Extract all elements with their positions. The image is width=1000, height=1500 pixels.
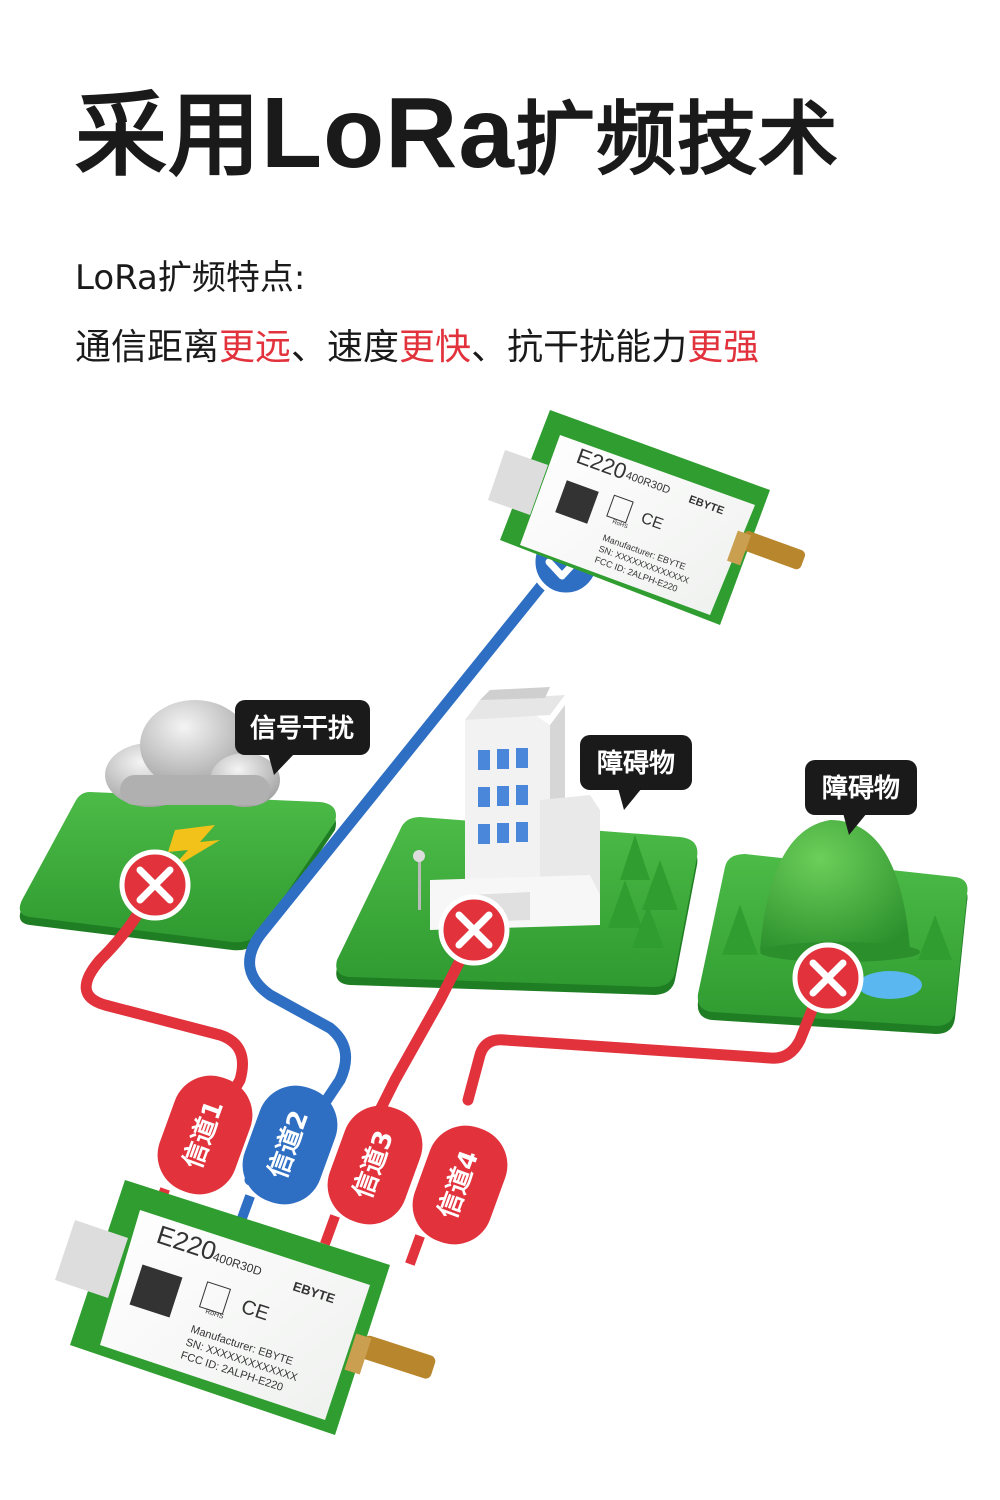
module-top-ce: CE — [639, 510, 666, 534]
page-title: 采用LoRa扩频技术 — [75, 78, 839, 188]
channel-tag-4: 信道4 — [405, 1125, 508, 1266]
channel-tag-3: 信道3 — [320, 1105, 423, 1246]
subtitle: LoRa扩频特点: — [75, 258, 306, 298]
bubble-interference: 信号干扰 — [235, 700, 370, 775]
lamp-icon — [413, 850, 425, 910]
feature-line: 通信距离更远、速度更快、抗干扰能力更强 — [75, 318, 759, 370]
tree-icon — [608, 835, 678, 948]
lora-scene: 信号干扰 障碍物 障碍物 信道1 信道2 信道3 信道4 — [0, 380, 1000, 1500]
cross-icon — [792, 942, 864, 1014]
tree-icon — [722, 905, 952, 960]
path-channel-4 — [462, 964, 834, 1106]
module-top: E220 400R30D EBYTE RoHS CE Manufacturer:… — [488, 410, 806, 625]
cloud-icon — [105, 700, 280, 807]
title-brand: LoRa — [261, 77, 516, 189]
feature-highlight: 更快 — [399, 327, 472, 368]
title-suffix: 扩频技术 — [515, 93, 840, 186]
antenna-icon — [726, 530, 806, 570]
cross-icon — [119, 849, 191, 921]
feature-highlight: 更远 — [219, 327, 292, 368]
module-top-rohs: RoHS — [611, 519, 628, 530]
feature-part: 、速度 — [291, 327, 400, 368]
building-icon — [430, 687, 600, 930]
qr-code-icon — [129, 1264, 183, 1318]
bubble-interference-label: 信号干扰 — [250, 714, 354, 744]
antenna-icon — [344, 1333, 436, 1379]
feature-part: 通信距离 — [75, 327, 220, 368]
rohs-icon — [606, 494, 634, 524]
bubble-obstacle-mountain-label: 障碍物 — [822, 773, 900, 804]
rohs-icon — [198, 1281, 232, 1315]
channel-tag-2: 信道2 — [235, 1085, 338, 1226]
path-channel-2 — [244, 569, 556, 1186]
bubble-obstacle-building-label: 障碍物 — [597, 748, 675, 779]
bubble-obstacle-mountain: 障碍物 — [805, 760, 917, 835]
title-prefix: 采用 — [75, 82, 262, 189]
lightning-icon — [168, 825, 220, 870]
feature-highlight: 更强 — [687, 327, 760, 368]
path-channel-1 — [80, 879, 248, 1121]
cross-icon — [438, 894, 510, 966]
path-channel-3 — [369, 929, 479, 1126]
bubble-obstacle-building: 障碍物 — [580, 735, 692, 810]
signal-paths — [80, 569, 834, 1186]
qr-code-icon — [555, 480, 599, 524]
scene-illustration: 信号干扰 障碍物 障碍物 信道1 信道2 信道3 信道4 — [19, 410, 968, 1435]
module-bottom: E220 400R30D EBYTE RoHS CE Manufacturer:… — [55, 1180, 436, 1435]
feature-part: 、抗干扰能力 — [471, 327, 688, 368]
